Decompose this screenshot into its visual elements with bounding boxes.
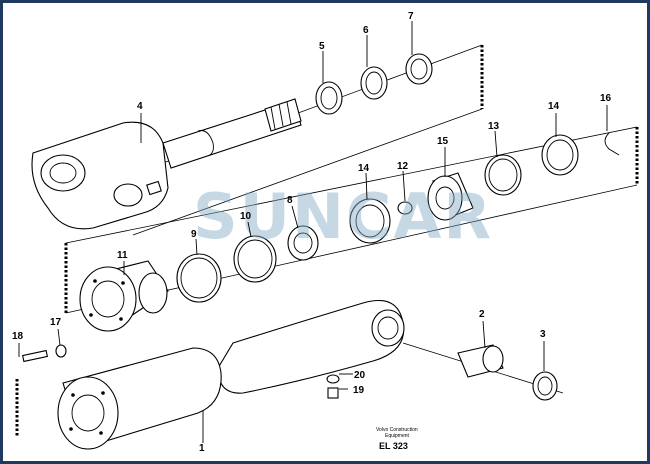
seal-rings-5-6-7 xyxy=(315,53,433,115)
bolt-washer-19-20 xyxy=(326,374,340,399)
callout-labels: 1 2 3 4 5 6 7 8 9 10 11 12 13 14 14 15 1… xyxy=(12,11,612,454)
callout-9: 9 xyxy=(191,229,197,240)
caption-block: Volvo Construction Equipment EL 323 xyxy=(376,427,418,451)
callout-4: 4 xyxy=(137,101,143,112)
piston-parts-8-15 xyxy=(287,134,579,261)
cylinder-head-part-11 xyxy=(79,260,169,332)
callout-5: 5 xyxy=(319,41,325,52)
callout-3: 3 xyxy=(540,329,546,340)
callout-10: 10 xyxy=(240,211,252,222)
bolt-washer-17-18 xyxy=(21,344,67,363)
callout-15: 15 xyxy=(437,136,449,147)
watermark-text: SUNCAR xyxy=(193,180,493,253)
callout-2: 2 xyxy=(479,309,485,320)
exploded-parts-diagram: SUNCAR 1 2 3 4 5 6 7 8 9 10 11 xyxy=(12,11,639,454)
callout-16: 16 xyxy=(600,93,612,104)
drawing-code: EL 323 xyxy=(379,441,408,451)
caption-line-1: Volvo Construction xyxy=(376,427,418,433)
callout-14-lower: 14 xyxy=(358,163,370,174)
callout-13: 13 xyxy=(488,121,500,132)
rings-9-10 xyxy=(176,235,277,303)
frame-hatches xyxy=(15,45,639,437)
piston-rod-part-4 xyxy=(31,98,302,230)
cylinder-tube-part-1 xyxy=(57,299,405,450)
callout-8: 8 xyxy=(287,195,293,206)
callout-17: 17 xyxy=(50,317,62,328)
callout-20: 20 xyxy=(354,370,366,381)
callout-12: 12 xyxy=(397,161,409,172)
callout-19: 19 xyxy=(353,385,365,396)
callout-11: 11 xyxy=(117,250,128,261)
bushing-seal-2-3 xyxy=(457,344,558,401)
callout-6: 6 xyxy=(363,25,369,36)
callout-1: 1 xyxy=(199,443,205,454)
leader-lines xyxy=(18,21,608,443)
callout-7: 7 xyxy=(408,11,414,22)
callout-14-upper: 14 xyxy=(548,101,560,112)
caption-line-2: Equipment xyxy=(385,433,410,439)
callout-18: 18 xyxy=(12,331,24,342)
clip-part-16 xyxy=(604,132,620,156)
